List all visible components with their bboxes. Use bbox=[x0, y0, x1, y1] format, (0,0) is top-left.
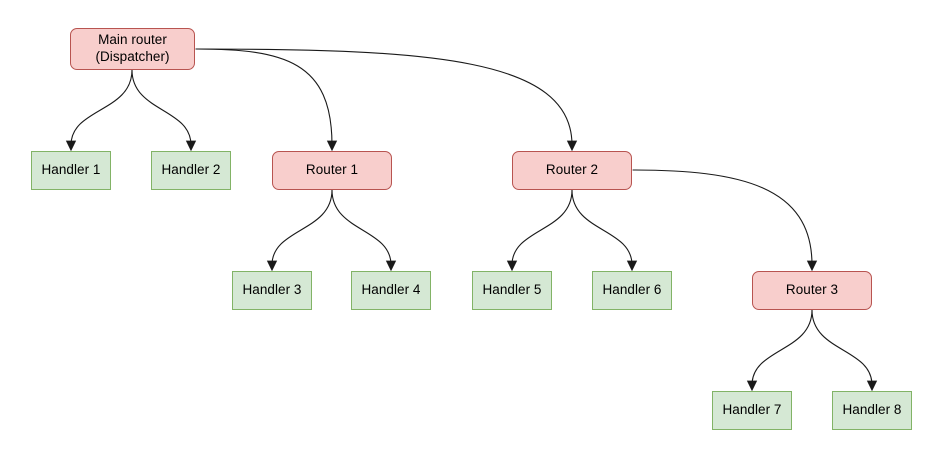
edge-main-router-to-router-2 bbox=[195, 48, 573, 146]
node-handler-2[interactable]: Handler 2 bbox=[151, 151, 231, 190]
node-label-handler-3: Handler 3 bbox=[242, 282, 302, 298]
node-handler-7[interactable]: Handler 7 bbox=[712, 391, 792, 430]
arrow-handler-8-head-icon bbox=[866, 380, 878, 392]
arrow-router-1-head-icon bbox=[326, 140, 338, 152]
node-handler-6[interactable]: Handler 6 bbox=[592, 271, 672, 310]
node-label-router-3: Router 3 bbox=[785, 282, 839, 298]
arrow-handler-6-head-icon bbox=[626, 260, 638, 272]
arrow-router-2-head-icon bbox=[566, 140, 578, 152]
node-label-handler-1: Handler 1 bbox=[41, 162, 101, 178]
node-label-handler-4: Handler 4 bbox=[361, 282, 421, 298]
edge-router-1-to-handler-4 bbox=[331, 189, 392, 266]
node-label-main-router: Main router (Dispatcher) bbox=[95, 32, 170, 64]
edge-router-2-to-handler-5 bbox=[511, 189, 573, 266]
arrow-handler-4-head-icon bbox=[385, 260, 397, 272]
node-handler-4[interactable]: Handler 4 bbox=[351, 271, 431, 310]
arrow-handler-7-head-icon bbox=[746, 380, 758, 392]
arrow-handler-1-head-icon bbox=[65, 140, 77, 152]
edge-router-3-to-handler-7 bbox=[751, 309, 813, 386]
edge-router-3-to-handler-8 bbox=[811, 309, 873, 386]
arrow-handler-3-head-icon bbox=[266, 260, 278, 272]
node-router-2[interactable]: Router 2 bbox=[512, 151, 632, 190]
arrow-router-3-head-icon bbox=[806, 260, 818, 272]
node-handler-1[interactable]: Handler 1 bbox=[31, 151, 111, 190]
arrow-handler-2-head-icon bbox=[185, 140, 197, 152]
node-handler-3[interactable]: Handler 3 bbox=[232, 271, 312, 310]
node-main-router[interactable]: Main router (Dispatcher) bbox=[70, 28, 195, 70]
edge-main-router-to-handler-2 bbox=[131, 69, 192, 146]
node-label-handler-6: Handler 6 bbox=[602, 282, 662, 298]
edge-router-2-to-handler-6 bbox=[571, 189, 633, 266]
node-router-3[interactable]: Router 3 bbox=[752, 271, 872, 310]
edge-router-2-to-router-3 bbox=[632, 169, 813, 266]
node-label-handler-8: Handler 8 bbox=[842, 402, 902, 418]
edge-main-router-to-router-1 bbox=[195, 48, 333, 146]
edge-main-router-to-handler-1 bbox=[70, 69, 133, 146]
node-label-handler-2: Handler 2 bbox=[161, 162, 221, 178]
node-router-1[interactable]: Router 1 bbox=[272, 151, 392, 190]
node-label-router-1: Router 1 bbox=[305, 162, 359, 178]
node-handler-5[interactable]: Handler 5 bbox=[472, 271, 552, 310]
edge-router-1-to-handler-3 bbox=[271, 189, 333, 266]
node-label-handler-7: Handler 7 bbox=[722, 402, 782, 418]
arrow-handler-5-head-icon bbox=[506, 260, 518, 272]
node-handler-8[interactable]: Handler 8 bbox=[832, 391, 912, 430]
node-label-handler-5: Handler 5 bbox=[482, 282, 542, 298]
node-label-router-2: Router 2 bbox=[545, 162, 599, 178]
